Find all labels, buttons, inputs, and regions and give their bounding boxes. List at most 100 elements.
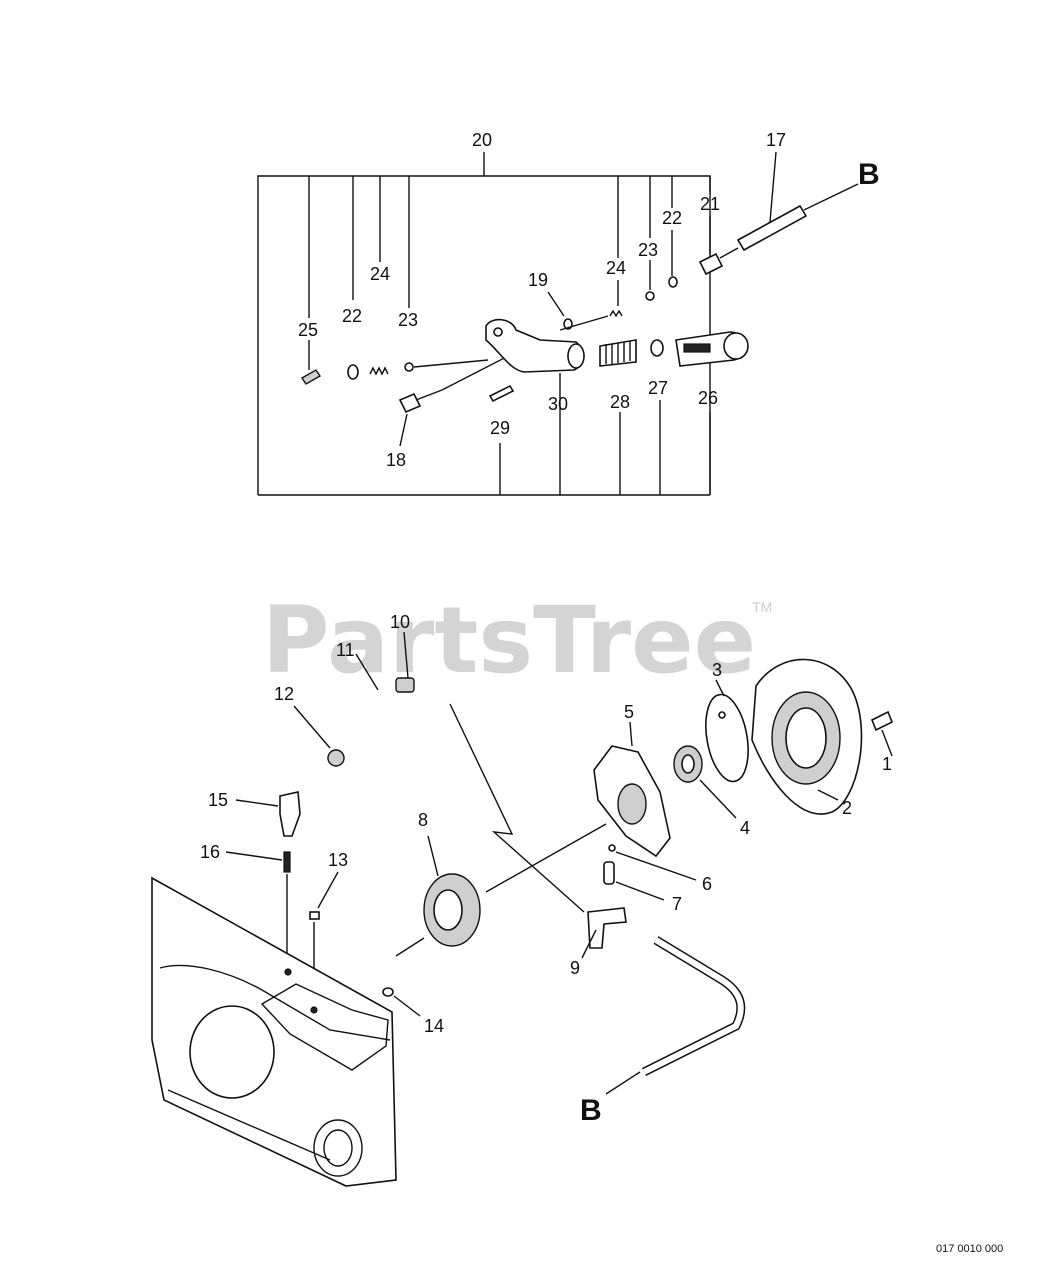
part-26-head bbox=[723, 332, 749, 360]
part-hose-outlet-inner bbox=[642, 937, 744, 1075]
leader-15 bbox=[235, 799, 279, 807]
part-10-filter bbox=[395, 677, 415, 693]
part-2-hole bbox=[785, 707, 827, 769]
leader-3 bbox=[715, 679, 725, 697]
part-3-disc bbox=[705, 693, 749, 783]
part-18-bolt-head bbox=[398, 392, 422, 414]
part-23-ball bbox=[404, 362, 414, 372]
part-18-bolt-shank bbox=[415, 389, 443, 401]
callout-27: 27 bbox=[648, 378, 668, 398]
leader-16 bbox=[225, 851, 283, 861]
callout-22b: 22 bbox=[662, 208, 682, 228]
part-1-screw bbox=[870, 710, 894, 732]
part-22b-oring bbox=[668, 276, 678, 288]
part-4-worm-hole bbox=[681, 754, 695, 774]
part-27-oring bbox=[650, 339, 664, 357]
callout-23a: 23 bbox=[398, 310, 418, 330]
callout-12: 12 bbox=[274, 684, 294, 704]
callout-24a: 24 bbox=[370, 264, 390, 284]
watermark-text: PartsTree bbox=[262, 587, 756, 694]
part-21-fitting bbox=[698, 252, 724, 276]
part-7-connector bbox=[603, 861, 615, 885]
callout-25: 25 bbox=[298, 320, 318, 340]
callout-3: 3 bbox=[712, 660, 722, 680]
callout-15: 15 bbox=[208, 790, 228, 810]
callout-labels: 1 2 3 4 5 6 7 8 9 10 11 12 13 14 15 16 1… bbox=[200, 130, 892, 1036]
reference-letter-bottom: B bbox=[580, 1094, 602, 1127]
callout-26: 26 bbox=[698, 388, 718, 408]
crankcase-housing bbox=[151, 876, 397, 1187]
part-9-tee bbox=[587, 907, 627, 949]
callout-18: 18 bbox=[386, 450, 406, 470]
crankcase-oil-mount bbox=[260, 983, 389, 1071]
part-17-tube bbox=[736, 204, 808, 252]
callout-7: 7 bbox=[672, 894, 682, 914]
hose-path-10-9 bbox=[449, 703, 585, 913]
callout-17: 17 bbox=[766, 130, 786, 150]
part-29-pin bbox=[488, 384, 515, 403]
part-26-slot bbox=[683, 343, 711, 353]
part-12-cap bbox=[327, 749, 345, 767]
part-5-port bbox=[617, 783, 647, 825]
leader-11 bbox=[355, 653, 379, 691]
crankcase-contour-2 bbox=[167, 1089, 331, 1161]
callout-30: 30 bbox=[548, 394, 568, 414]
axis-line-right bbox=[719, 247, 739, 259]
leader-1 bbox=[881, 729, 893, 757]
callout-9: 9 bbox=[570, 958, 580, 978]
part-24-spring bbox=[369, 366, 389, 376]
crankcase-bore bbox=[189, 1005, 275, 1099]
crankcase-hole-16 bbox=[284, 968, 292, 976]
leader-4 bbox=[699, 779, 737, 819]
axis-line-left bbox=[413, 359, 489, 368]
callout-4: 4 bbox=[740, 818, 750, 838]
watermark-trademark: TM bbox=[752, 599, 772, 615]
callout-2: 2 bbox=[842, 798, 852, 818]
callout-19: 19 bbox=[528, 270, 548, 290]
leader-2 bbox=[817, 789, 839, 801]
leader-B-top bbox=[803, 183, 859, 211]
crankshaft-seal-inner bbox=[323, 1129, 353, 1167]
part-13-spacer bbox=[309, 911, 320, 920]
callout-16: 16 bbox=[200, 842, 220, 862]
callout-22a: 22 bbox=[342, 306, 362, 326]
crankshaft-seal bbox=[313, 1119, 363, 1177]
crankcase-hole-13 bbox=[310, 1006, 318, 1014]
callout-21: 21 bbox=[700, 194, 720, 214]
leader-6 bbox=[615, 851, 697, 881]
reference-letter-top: B bbox=[858, 158, 880, 191]
leader-14 bbox=[393, 995, 421, 1017]
callout-6: 6 bbox=[702, 874, 712, 894]
leader-17 bbox=[769, 151, 777, 223]
part-3-hole bbox=[718, 711, 726, 719]
leader-9 bbox=[581, 929, 597, 959]
assembly-bracket bbox=[257, 175, 711, 495]
part-14-clip bbox=[382, 987, 394, 997]
callout-1: 1 bbox=[882, 754, 892, 774]
callout-29: 29 bbox=[490, 418, 510, 438]
crankcase-contour-1 bbox=[159, 964, 391, 1041]
callout-11: 11 bbox=[336, 640, 355, 660]
leader-18 bbox=[399, 413, 408, 447]
part-8-gear-center bbox=[433, 889, 463, 931]
leader-B-bottom bbox=[605, 1071, 641, 1095]
drawing-code: 017 0010 000 bbox=[936, 1243, 1003, 1255]
callout-14: 14 bbox=[424, 1016, 444, 1036]
callout-28: 28 bbox=[610, 392, 630, 412]
part-11-hose-inner bbox=[365, 680, 453, 745]
part-30-bore bbox=[567, 343, 585, 369]
leader-7 bbox=[615, 881, 665, 901]
part-15-plug bbox=[279, 791, 301, 837]
part-22-oring bbox=[347, 364, 359, 380]
part-24b-spring bbox=[609, 309, 623, 318]
leader-12 bbox=[293, 705, 331, 749]
callout-24b: 24 bbox=[606, 258, 626, 278]
callout-10: 10 bbox=[390, 612, 410, 632]
part-23b-ball bbox=[645, 291, 655, 301]
leader-13 bbox=[317, 871, 339, 909]
axis-line-8b bbox=[395, 937, 425, 957]
callout-13: 13 bbox=[328, 850, 348, 870]
leader-8 bbox=[427, 835, 439, 877]
